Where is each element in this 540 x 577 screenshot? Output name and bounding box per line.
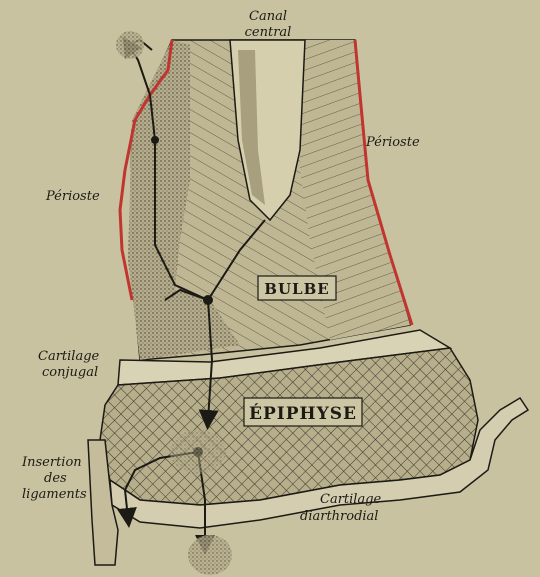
label-insertion-line2: des (44, 471, 67, 486)
label-insertion-line3: ligaments (22, 487, 87, 502)
label-bulbe: BULBE (264, 280, 329, 298)
label-cartilage-diarthrodial-line2: diarthrodial (300, 509, 378, 524)
label-perioste-right: Périoste (365, 135, 420, 150)
vessel-node-bulbe (203, 295, 213, 305)
label-perioste-left: Périoste (45, 189, 100, 204)
label-cartilage-diarthrodial-line1: Cartilage (320, 492, 382, 507)
dot-cloud-bottom (188, 535, 232, 575)
label-canal-line1: Canal (249, 9, 287, 24)
label-canal-line2: central (245, 25, 292, 40)
vessel-node-periosteum (151, 136, 159, 144)
dot-cloud-top (116, 31, 144, 59)
label-cartilage-conjugal-line1: Cartilage (38, 349, 100, 364)
label-insertion-line1: Insertion (21, 455, 82, 470)
label-cartilage-conjugal-line2: conjugal (42, 365, 98, 380)
dot-cloud-epiphyse (170, 430, 226, 474)
label-epiphyse: ÉPIPHYSE (249, 403, 357, 424)
